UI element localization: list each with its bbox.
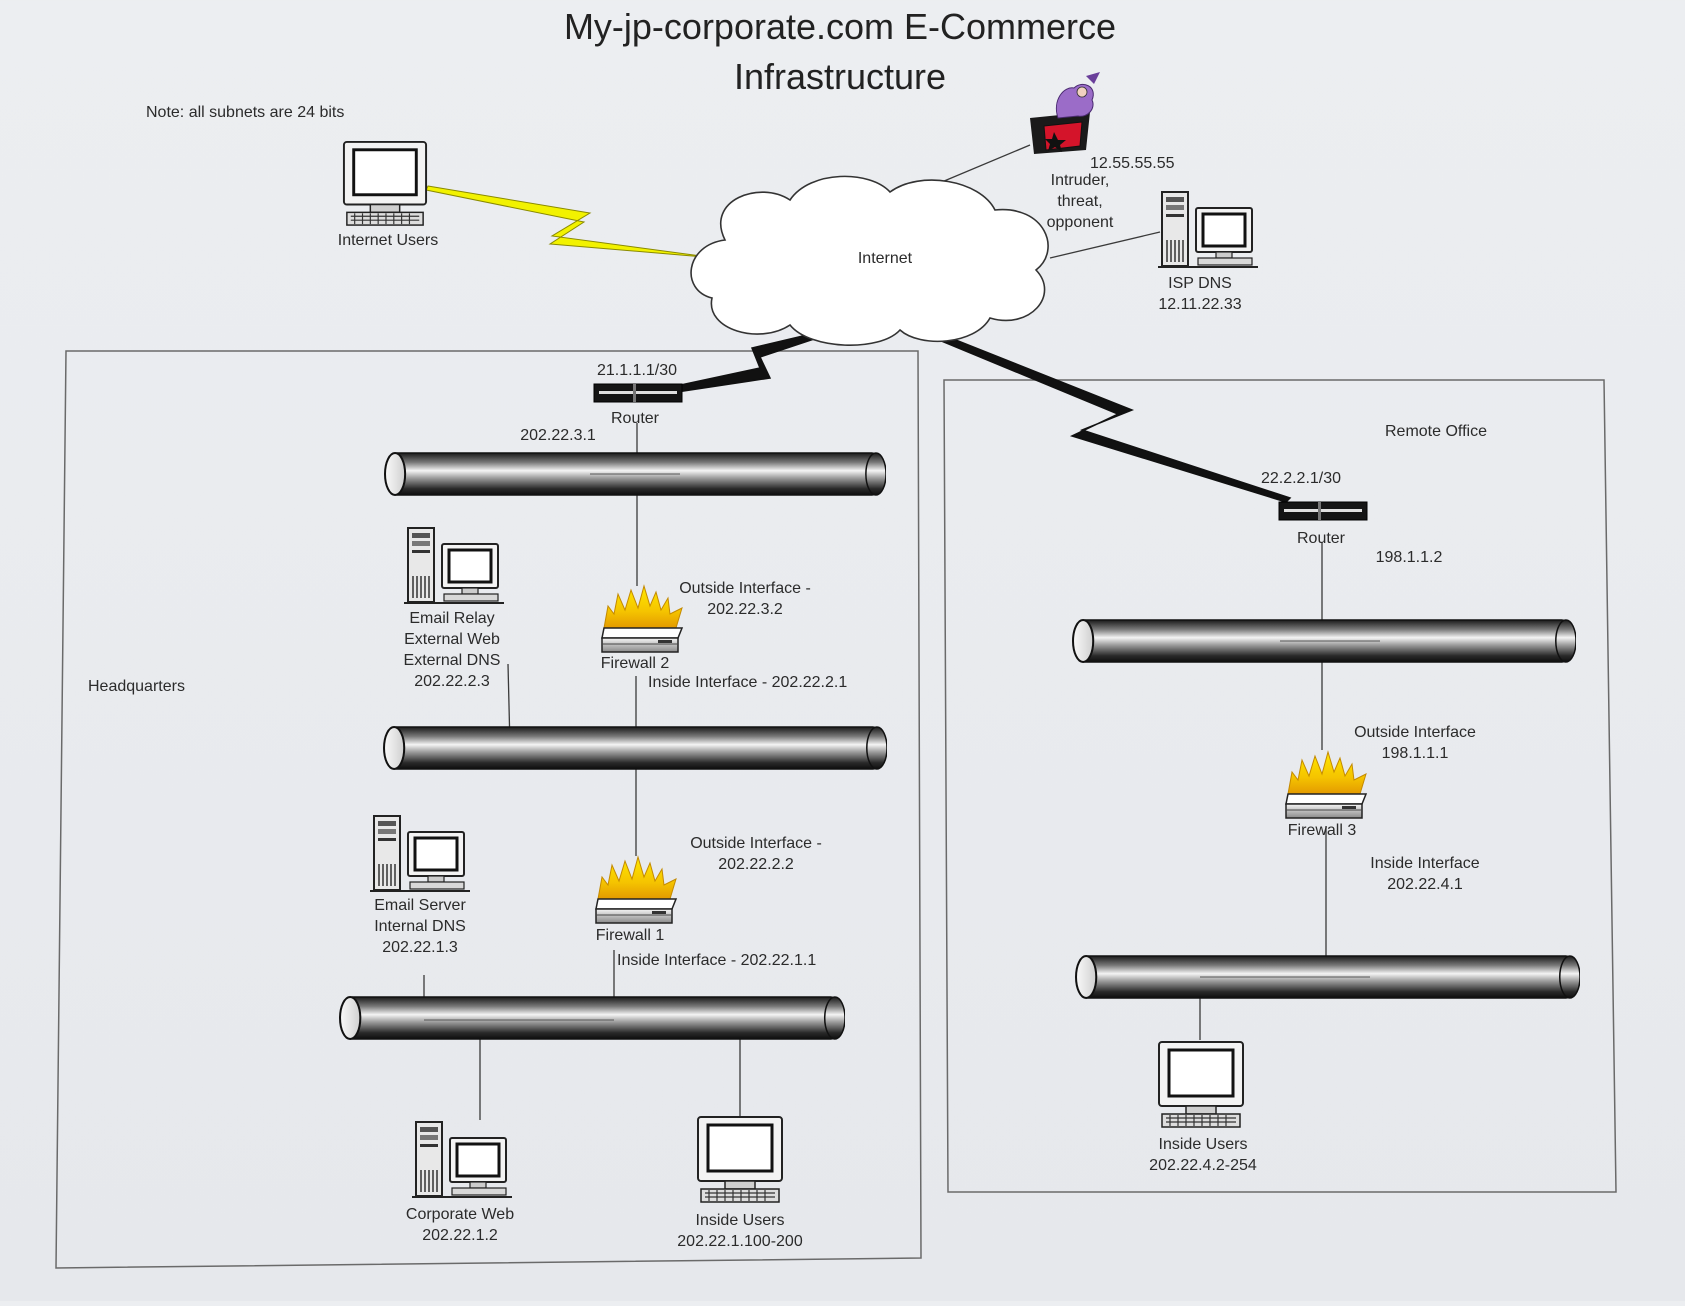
firewall1-inside-label: Inside Interface - 202.22.1.1 bbox=[617, 952, 817, 969]
remote-inside-users-label: Inside Users 202.22.4.2-254 bbox=[1149, 1136, 1257, 1174]
remote-office-boundary bbox=[943, 379, 1617, 1193]
remote-router-icon bbox=[1278, 501, 1368, 521]
dmz-server-icon bbox=[404, 526, 504, 605]
remote-router-inside-ip: 198.1.1.2 bbox=[1375, 549, 1443, 566]
firewall3-outside-label: Outside Interface 198.1.1.1 bbox=[1354, 724, 1476, 762]
isp-dns-label: ISP DNS 12.11.22.33 bbox=[1158, 275, 1242, 313]
hq-inside-users-monitor-icon bbox=[696, 1115, 784, 1204]
dmz-server-label: Email Relay External Web External DNS 20… bbox=[403, 610, 501, 690]
isp-dns-server-icon bbox=[1158, 190, 1258, 269]
hq-router-inside-ip: 202.22.3.1 bbox=[520, 427, 596, 444]
remote-router-ip: 22.2.2.1/30 bbox=[1260, 470, 1342, 487]
hq-router-label: Router bbox=[610, 410, 660, 427]
firewall1-icon bbox=[595, 856, 677, 924]
internet-users-lightning bbox=[425, 185, 717, 259]
remote-router-label: Router bbox=[1296, 530, 1346, 547]
hq-inside-lan-pipe bbox=[339, 996, 845, 1040]
corporate-web-server-icon bbox=[412, 1120, 512, 1199]
isp-dns-link bbox=[1049, 231, 1161, 259]
subnet-note: Note: all subnets are 24 bits bbox=[146, 104, 345, 121]
hq-router-ip: 21.1.1.1/30 bbox=[596, 362, 678, 379]
internet-cloud bbox=[690, 175, 1049, 346]
firewall2-label: Firewall 2 bbox=[600, 655, 670, 672]
intruder-label: Intruder, threat, opponent bbox=[1046, 172, 1114, 231]
remote-office-label: Remote Office bbox=[1385, 423, 1487, 440]
corporate-web-label: Corporate Web 202.22.1.2 bbox=[405, 1206, 515, 1244]
internet-cloud-label: Internet bbox=[857, 250, 913, 267]
intruder-ip: 12.55.55.55 bbox=[1090, 155, 1175, 172]
firewall1-label: Firewall 1 bbox=[595, 927, 665, 944]
firewall3-inside-label: Inside Interface 202.22.4.1 bbox=[1370, 855, 1480, 893]
intruder-link bbox=[936, 144, 1031, 185]
hq-router-icon bbox=[593, 383, 683, 403]
firewall2-inside-label: Inside Interface - 202.22.2.1 bbox=[648, 674, 848, 691]
headquarters-boundary bbox=[55, 350, 922, 1269]
remote-inside-users-monitor-icon bbox=[1157, 1040, 1245, 1129]
intruder-icon bbox=[1030, 72, 1100, 154]
internet-users-monitor-icon bbox=[342, 140, 428, 227]
firewall1-outside-label: Outside Interface - 202.22.2.2 bbox=[690, 835, 822, 873]
hq-inside-users-label: Inside Users 202.22.1.100-200 bbox=[677, 1212, 803, 1250]
firewall2-outside-label: Outside Interface - 202.22.3.2 bbox=[679, 580, 811, 618]
diagram-title: My-jp-corporate.com E-Commerce Infrastru… bbox=[563, 6, 1117, 97]
email-server-label: Email Server Internal DNS 202.22.1.3 bbox=[374, 897, 466, 956]
hq-dmz-segment-pipe bbox=[383, 726, 887, 770]
email-server-icon bbox=[370, 814, 470, 893]
internet-users-label: Internet Users bbox=[337, 232, 439, 249]
firewall3-label: Firewall 3 bbox=[1287, 822, 1357, 839]
remote-wan-lightning bbox=[932, 332, 1292, 503]
headquarters-label: Headquarters bbox=[88, 678, 185, 695]
